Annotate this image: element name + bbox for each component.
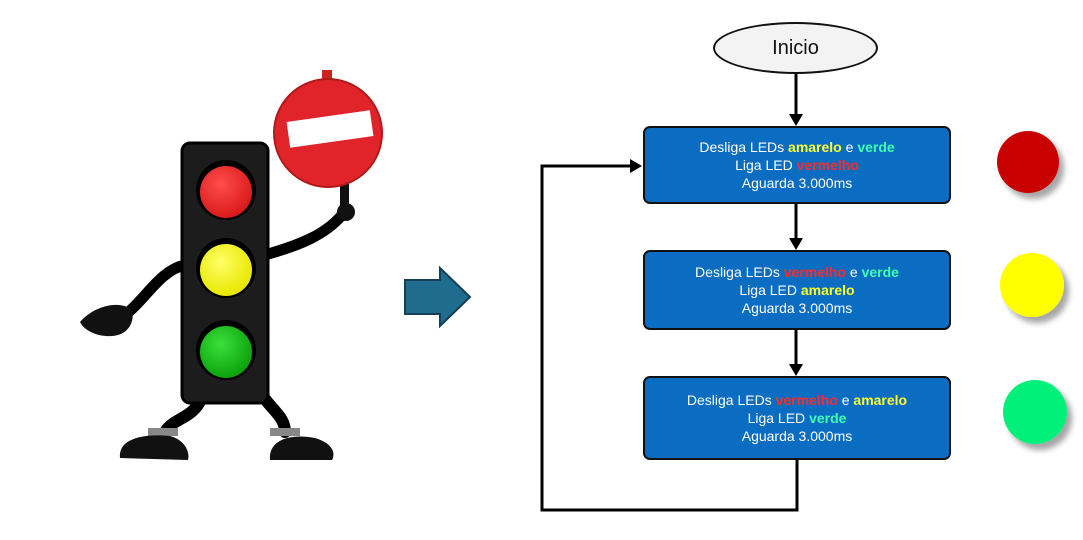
step-line-1: Desliga LEDs vermelho e amarelo: [645, 391, 949, 409]
right-arrow-icon: [404, 265, 472, 329]
keyword-verde: verde: [861, 264, 899, 280]
red-led-icon: [997, 131, 1059, 193]
step-line-2: Liga LED amarelo: [645, 281, 949, 299]
step-line-1: Desliga LEDs amarelo e verde: [645, 138, 949, 156]
keyword-amarelo: amarelo: [788, 139, 842, 155]
text-plain: Desliga LEDs: [699, 139, 789, 155]
text-plain: Liga LED: [739, 282, 801, 298]
step-line-2: Liga LED vermelho: [645, 156, 949, 174]
no-entry-sign-icon: [273, 70, 383, 221]
step-line-3: Aguarda 3.000ms: [741, 428, 853, 444]
keyword-vermelho: vermelho: [783, 264, 846, 280]
step-line-3: Aguarda 3.000ms: [741, 300, 853, 316]
step-line-1: Desliga LEDs vermelho e verde: [645, 263, 949, 281]
text-plain: Desliga LEDs: [686, 392, 776, 408]
yellow-led-icon: [1000, 253, 1064, 317]
step-green-box: Desliga LEDs vermelho e amarelo Liga LED…: [643, 376, 951, 460]
text-plain: e: [846, 264, 862, 280]
keyword-verde: verde: [857, 139, 895, 155]
text-plain: e: [837, 392, 854, 408]
text-plain: e: [841, 139, 858, 155]
text-plain: Desliga LEDs: [695, 264, 784, 280]
keyword-amarelo: amarelo: [853, 392, 908, 408]
keyword-amarelo: amarelo: [800, 282, 855, 298]
step-line-2: Liga LED verde: [645, 409, 949, 427]
keyword-vermelho: vermelho: [775, 392, 838, 408]
keyword-vermelho: vermelho: [796, 157, 859, 173]
traffic-light-character-icon: [80, 141, 348, 460]
step-line-3: Aguarda 3.000ms: [741, 175, 853, 191]
keyword-verde: verde: [809, 410, 847, 426]
green-led-icon: [1003, 380, 1067, 444]
step-yellow-box: Desliga LEDs vermelho e verde Liga LED a…: [643, 250, 951, 330]
flow-arrowheads: [630, 114, 803, 376]
step-red-box: Desliga LEDs amarelo e verde Liga LED ve…: [643, 126, 951, 204]
text-plain: Liga LED: [747, 410, 810, 426]
start-label: Inicio: [772, 36, 819, 59]
start-node: Inicio: [713, 22, 878, 74]
flow-connectors: [540, 74, 799, 512]
text-plain: Liga LED: [735, 157, 797, 173]
